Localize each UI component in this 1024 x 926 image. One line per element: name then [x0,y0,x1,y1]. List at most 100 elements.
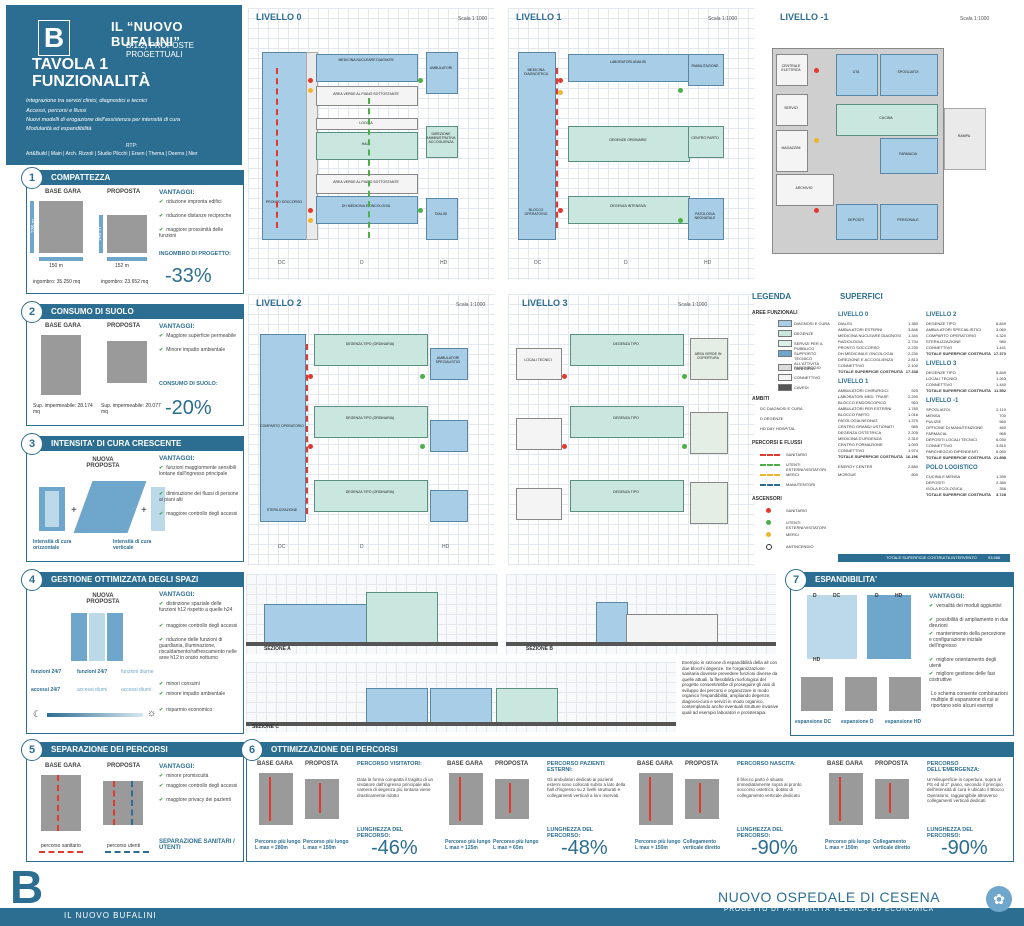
check-icon: ✔ [159,681,164,687]
legenda-title: LEGENDA [752,292,792,301]
superfici-row-label: CONNETTIVO [838,448,865,453]
superfici-row: DIALISI 1.380 [838,321,918,326]
room-label: DIALISI [434,212,448,216]
elevator-sanitario [308,444,313,449]
superfici-row-value: 1.380 [907,321,918,326]
axis-label: DC [278,260,286,266]
section-building [366,688,428,724]
check-icon: ✔ [159,333,164,339]
elevator-sanitario [562,444,567,449]
axis-label: DC [534,260,542,266]
room-block [880,138,938,174]
room-block [688,126,724,158]
block-24-7-b [89,613,105,661]
axis-label: DC [278,544,286,550]
superfici-total-value: 17.338 [905,369,918,374]
room-label: MAGAZZINI [781,146,801,150]
superfici-row-label: MEDICINA NUCLEARE DIAGNOSI [838,333,901,338]
plan-livello-3: LIVELLO 3 Scala 1:1000 LOCALI TECNICI DE… [508,294,754,566]
check-icon: ✔ [159,227,164,233]
check-icon: ✔ [929,657,934,663]
vantaggio-item: distinzione spaziale delle funzioni h12 … [159,601,233,613]
section-label: SEZIONE A [264,646,291,652]
room-block [316,86,418,106]
vantaggio-item: riduzione impronta edifici [166,199,222,205]
proposta-label: PROPOSTA [107,323,141,329]
base-gara-label: BASE GARA [45,763,82,769]
superfici-row-value: 1.441 [995,345,1006,350]
section-header: GESTIONE OTTIMIZZATA DEGLI SPAZI [27,573,243,587]
path-line [319,783,321,813]
sezione-c: SEZIONE C [246,662,676,732]
level-title: LIVELLO 0 [256,12,302,22]
section-compattezza: COMPATTEZZA 1 BASE GARA PROPOSTA 235 m 1… [21,167,244,294]
legend-item: DC DIAGNOSI E CURA [760,406,803,411]
swatch [778,384,792,391]
superfici-row-value: 1.016 [907,412,918,417]
room-label: BLOCCO OPERATORIO [524,208,548,216]
elevator-utenti [420,374,425,379]
footer-left-title: IL NUOVO BUFALINI [64,911,157,920]
superfici-row-value: 6.060 [995,449,1006,454]
superfici-row-label: CUCINA E MENSA [926,474,961,479]
axis-label: D [360,260,364,266]
swatch [778,374,792,381]
expansion-option [801,677,833,711]
superfici-row: AMBULATORI SPECIALISTICI 3.060 [926,327,1006,332]
superfici-row-label: FARMACIA [926,431,947,436]
elevator-utenti [420,444,425,449]
superfici-row-value: 2.290 [907,394,918,399]
vantaggio-item: maggiore controllo degli accessi [166,511,238,517]
superfici-row-label: AMBULATORI PER ESTERNI [838,406,892,411]
room-block [880,54,938,96]
room-block [688,198,724,240]
vantaggio-item: possibilità di ampliamento in due direzi… [929,617,1009,629]
legend-item: DIAGNOSI E CURA [794,321,830,326]
section-label: SEZIONE B [526,646,553,652]
elevator-utenti [682,444,687,449]
legend-item: D DEGENZE [760,416,784,421]
superfici-row-label: AMBULATORI SPECIALISTICI [926,327,981,332]
superfici-row-label: DIALISI [838,321,852,326]
proposta-label: PROPOSTA [685,761,719,767]
prop-plan [305,779,339,819]
sup-base: Sup. impermeabile: 28.174 mq [33,403,93,415]
room-block [836,54,878,96]
room-block [776,94,808,126]
base-plan [639,773,673,825]
check-icon: ✔ [159,783,164,789]
vantaggi-title: VANTAGGI: [159,189,195,196]
superfici-row-value: 2.880 [907,464,918,469]
superfici-total-value: 3.728 [995,492,1006,497]
base-gara-label: BASE GARA [827,761,864,767]
superfici-row-value: 925 [911,388,918,393]
percorso-desc: Un'elisuperficie in copertura, sopra al … [927,777,1004,803]
elevator-utenti [418,78,423,83]
cap-base: Percorso più lungo L max = 280m [255,839,301,851]
section-building [366,592,438,644]
elevator-merci [814,138,819,143]
base-gara-label: BASE GARA [257,761,294,767]
result-value: -33% [165,265,212,287]
superfici-row-value: 980 [999,339,1006,344]
nuova-proposta-label: NUOVA PROPOSTA [86,457,120,469]
caption-verticale: Intensità di cura verticale [113,539,152,551]
superfici-row-value: 3.060 [995,327,1006,332]
superfici-row-label: RADIOLOGIA [838,339,863,344]
superfici-total-label: TOTALE SUPERFICIE COSTRUITA [926,351,991,356]
cap-prop: Percorso più lungo L max = 65m [493,839,539,851]
path-sanitario [57,775,61,831]
sup-proposta: Sup. impermeabile: 20.077 mq [101,403,161,415]
vantaggio-item: minori consumi [166,681,200,687]
superfici-row-label: BLOCCO PARTO [838,412,870,417]
legenda-ascensori-title: ASCENSORI [752,496,782,502]
check-icon: ✔ [159,199,164,205]
